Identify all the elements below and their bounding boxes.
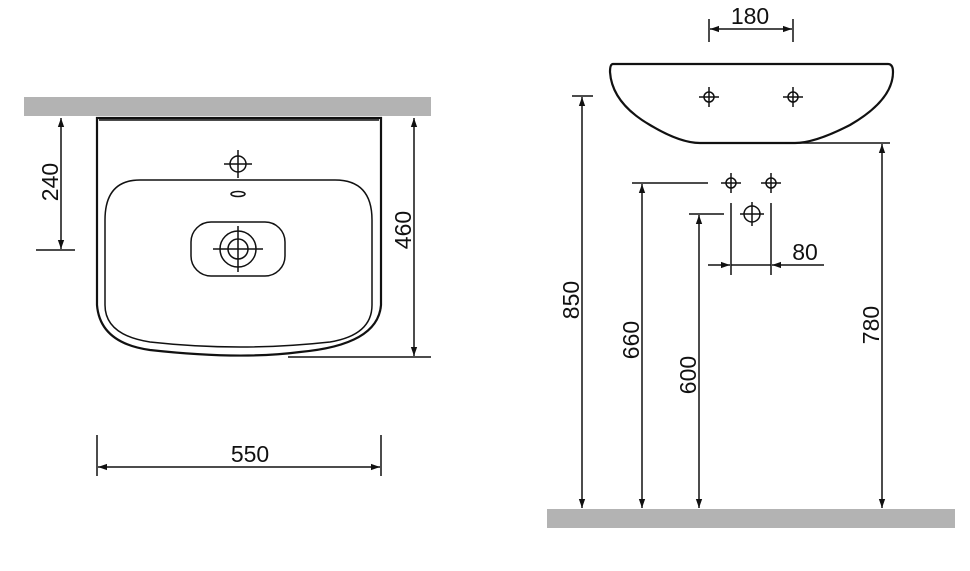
tap-hole-crosshair-icon [224, 150, 252, 178]
dim-label-600: 600 [675, 356, 701, 394]
drain-pocket [190, 221, 286, 277]
drain-crosshair-icon [213, 226, 263, 272]
waste-crosshair-icon [740, 202, 764, 226]
wall [24, 97, 431, 116]
overflow-icon [230, 190, 246, 198]
tap-hole-crosshair-icon [699, 87, 803, 107]
dim-label-180: 180 [731, 3, 769, 29]
supply-crosshair-icon [721, 173, 781, 193]
dim-label-550: 550 [231, 441, 269, 467]
dim-label-660: 660 [618, 321, 644, 359]
front-view: 240 460 550 [24, 97, 431, 476]
side-view: 180 850 780 660 600 80 [547, 3, 955, 528]
dim-label-780: 780 [858, 306, 884, 344]
floor [547, 509, 955, 528]
dim-label-460: 460 [390, 211, 416, 249]
dim-label-80: 80 [792, 239, 818, 265]
dim-label-850: 850 [558, 281, 584, 319]
bowl-outline [104, 179, 373, 348]
dim-label-240: 240 [37, 163, 63, 201]
basin-outline [95, 116, 383, 357]
basin-side-outline [608, 62, 895, 145]
